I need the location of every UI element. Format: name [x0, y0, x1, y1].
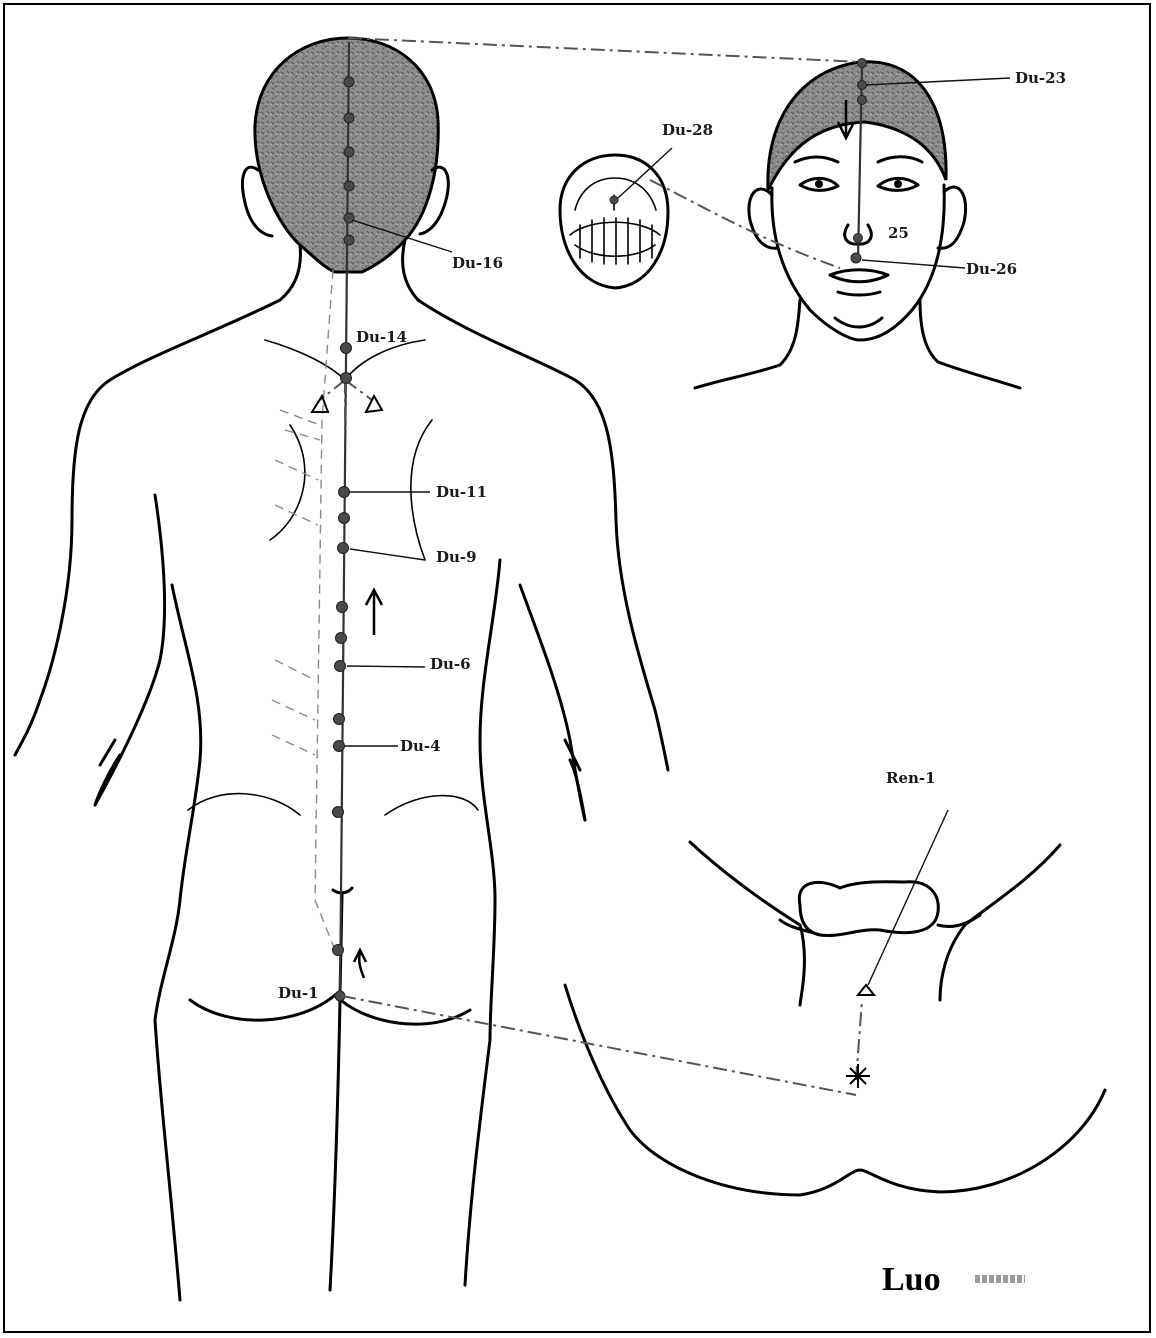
arrow-coccyx	[354, 950, 366, 978]
luo-head-to-face	[348, 38, 862, 62]
label-du28: Du-28	[662, 121, 713, 139]
face-pupil-left	[815, 180, 823, 188]
scapula-left	[270, 425, 305, 540]
luo-marker-left-shoulder	[312, 396, 328, 412]
luo-mouth-to-face	[650, 180, 840, 268]
label-du6: Du-6	[430, 655, 471, 673]
legend-title: Luo	[882, 1261, 941, 1298]
leader-du26	[862, 260, 965, 268]
point-du6	[335, 661, 346, 672]
leader-du6	[347, 666, 425, 667]
point-du14	[341, 373, 352, 384]
luo-hatching	[272, 410, 320, 755]
buttock-line-left	[188, 794, 300, 815]
buttock-fold	[190, 995, 470, 1024]
point-du25	[854, 234, 863, 243]
point-back-10	[334, 714, 345, 725]
label-du4: Du-4	[400, 737, 441, 755]
face-eyebrow-right	[878, 157, 922, 162]
point-back-6	[341, 343, 352, 354]
face-hair	[768, 62, 946, 190]
legend: Luo	[882, 1261, 1025, 1298]
scrotum	[799, 882, 938, 936]
arrow-up-back	[366, 590, 382, 635]
label-du16: Du-16	[452, 254, 503, 272]
pelvis-curve	[565, 985, 1105, 1195]
point-du9	[338, 543, 349, 554]
point-back-9	[336, 633, 347, 644]
scapula-right	[411, 420, 432, 560]
mouth-teeth	[570, 218, 660, 264]
point-du4	[334, 741, 345, 752]
label-du23: Du-23	[1015, 69, 1066, 87]
back-leg-center	[330, 1000, 340, 1290]
buttock-line-right	[385, 796, 478, 815]
perineum-figure	[565, 842, 1105, 1195]
hand-left	[95, 740, 120, 805]
point-back-11	[333, 807, 344, 818]
point-back-7	[339, 513, 350, 524]
label-du26: Du-26	[966, 260, 1017, 278]
luo-marker-ren1	[858, 985, 874, 995]
point-face-3	[858, 96, 867, 105]
point-du11	[339, 487, 350, 498]
point-du16	[344, 213, 354, 223]
face-eyebrow-left	[795, 157, 838, 162]
face-chin	[835, 318, 882, 327]
label-du14: Du-14	[356, 328, 407, 346]
face-mouth	[830, 270, 888, 295]
back-luo-vessel	[315, 270, 335, 950]
label-num25: 25	[888, 224, 909, 242]
back-arm-right-inner	[520, 585, 585, 820]
back-leg-right	[465, 1040, 490, 1285]
mouth-figure	[560, 155, 668, 288]
back-leg-left	[155, 1020, 180, 1300]
face-pupil-right	[894, 180, 902, 188]
hand-right	[565, 740, 585, 820]
perineum-star	[846, 1064, 870, 1088]
point-du28	[610, 196, 618, 204]
back-neck-right	[403, 240, 418, 300]
back-neck-left	[280, 245, 300, 300]
luo-du1-to-ren1	[342, 996, 856, 1095]
leader-du9	[350, 549, 425, 560]
point-face-2	[858, 81, 867, 90]
face-figure	[695, 62, 1020, 388]
point-back-12	[333, 945, 344, 956]
back-waist-right	[480, 560, 500, 1040]
back-torso-right	[418, 300, 668, 770]
label-ren1: Ren-1	[886, 769, 936, 787]
point-back-1	[344, 77, 354, 87]
face-neck-left	[695, 300, 800, 388]
point-back-2	[344, 113, 354, 123]
label-du9: Du-9	[436, 548, 477, 566]
label-du11: Du-11	[436, 483, 487, 501]
point-back-3	[344, 147, 354, 157]
thigh-right	[940, 845, 1060, 1000]
point-back-5	[344, 235, 354, 245]
gluteal-cleft	[333, 888, 352, 995]
mouth-upper-lip	[575, 178, 656, 210]
point-back-4	[344, 181, 354, 191]
point-back-8	[337, 602, 348, 613]
face-neck-right	[920, 300, 1020, 388]
point-du26	[851, 253, 861, 263]
point-du23	[858, 59, 867, 68]
label-du1: Du-1	[278, 984, 319, 1002]
back-torso-left	[15, 300, 280, 755]
